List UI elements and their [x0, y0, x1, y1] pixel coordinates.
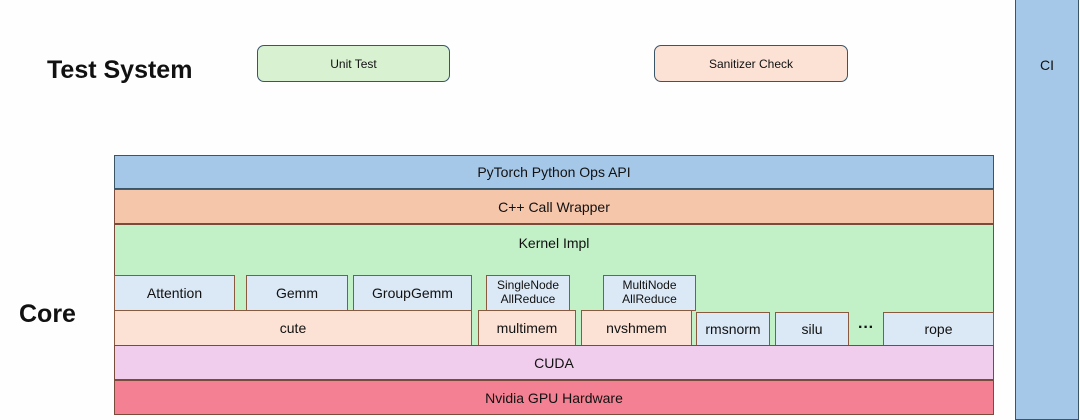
single-node-line2: AllReduce [500, 292, 556, 306]
multi-node-line1: MultiNode [622, 278, 677, 293]
kernel-group-gemm: GroupGemm [353, 275, 472, 311]
kernel-ellipsis: ··· [858, 319, 874, 336]
section-label-core: Core [19, 299, 76, 328]
layer-pytorch-api: PyTorch Python Ops API [114, 155, 994, 189]
kernel-cute: cute [114, 310, 472, 346]
layer-hardware: Nvidia GPU Hardware [114, 380, 994, 415]
kernel-attention: Attention [114, 275, 235, 311]
kernel-gemm: Gemm [246, 275, 348, 311]
layer-cuda: CUDA [114, 345, 994, 380]
multi-node-line2: AllReduce [622, 292, 677, 306]
kernel-rmsnorm: rmsnorm [696, 312, 770, 346]
ci-bar: CI [1015, 0, 1079, 420]
kernel-silu: silu [775, 312, 849, 346]
single-node-line1: SingleNode [496, 278, 560, 293]
kernel-rope: rope [883, 312, 994, 346]
kernel-multi-node-allreduce: MultiNode AllReduce [603, 275, 696, 311]
kernel-multimem: multimem [478, 310, 576, 346]
kernel-nvshmem: nvshmem [581, 310, 692, 346]
layer-cpp-wrapper: C++ Call Wrapper [114, 189, 994, 224]
section-label-test-system: Test System [47, 55, 193, 84]
ci-label: CI [1040, 57, 1054, 73]
unit-test-box: Unit Test [257, 45, 450, 82]
kernel-impl-label: Kernel Impl [518, 235, 590, 251]
kernel-single-node-allreduce: SingleNode AllReduce [486, 275, 570, 311]
sanitizer-check-box: Sanitizer Check [654, 45, 848, 82]
